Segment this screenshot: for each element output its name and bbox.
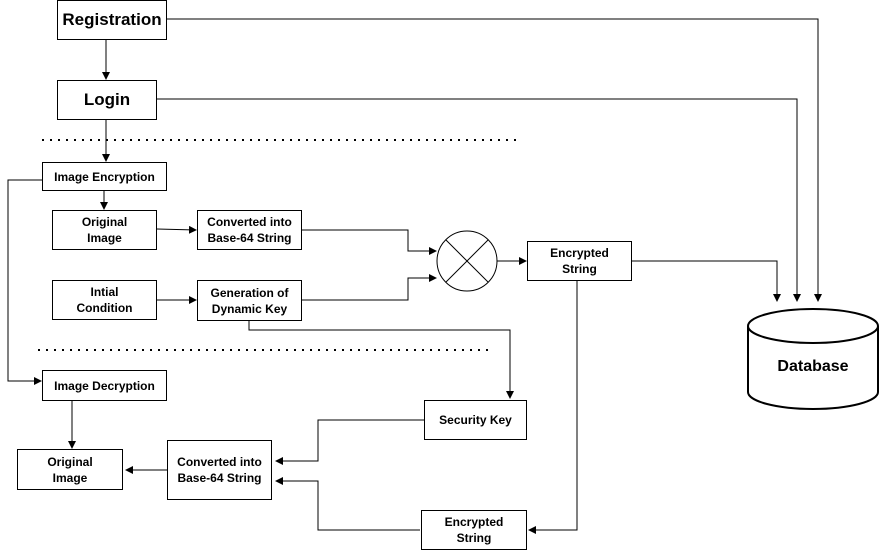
arrow-original-base64 <box>156 225 197 234</box>
arrow-encrypted-to-decrypt <box>528 280 578 534</box>
database-label: Database <box>777 358 849 375</box>
original-image-box: Original Image <box>52 210 157 250</box>
xor-operator-icon <box>436 230 498 292</box>
arrow-registration-database <box>166 18 822 302</box>
registration-box: Registration <box>57 0 167 40</box>
login-box: Login <box>57 80 157 120</box>
arrow-encryption-decryption <box>7 179 43 385</box>
arrow-key-security <box>248 321 514 399</box>
arrow-key-xor <box>302 274 437 301</box>
database-cylinder-icon <box>747 308 879 410</box>
decrypt-base64-box: Converted into Base-64 String <box>167 440 272 500</box>
base64-box: Converted into Base-64 String <box>197 210 302 250</box>
decrypt-encrypted-string-box: Encrypted String <box>421 510 527 550</box>
decrypt-original-image-box: Original Image <box>17 449 123 490</box>
image-decryption-box: Image Decryption <box>42 370 167 401</box>
security-key-box: Security Key <box>424 400 527 440</box>
arrow-security-base64 <box>275 419 424 465</box>
arrow-login-database <box>157 98 801 302</box>
arrow-encrypted-database <box>632 260 781 302</box>
arrow-base64-xor <box>302 229 437 255</box>
initial-condition-box: Intial Condition <box>52 280 157 320</box>
dynamic-key-box: Generation of Dynamic Key <box>197 280 302 321</box>
image-encryption-box: Image Encryption <box>42 162 167 191</box>
arrow-encrypted-base64 <box>275 477 420 531</box>
encrypted-string-box: Encrypted String <box>527 241 632 281</box>
